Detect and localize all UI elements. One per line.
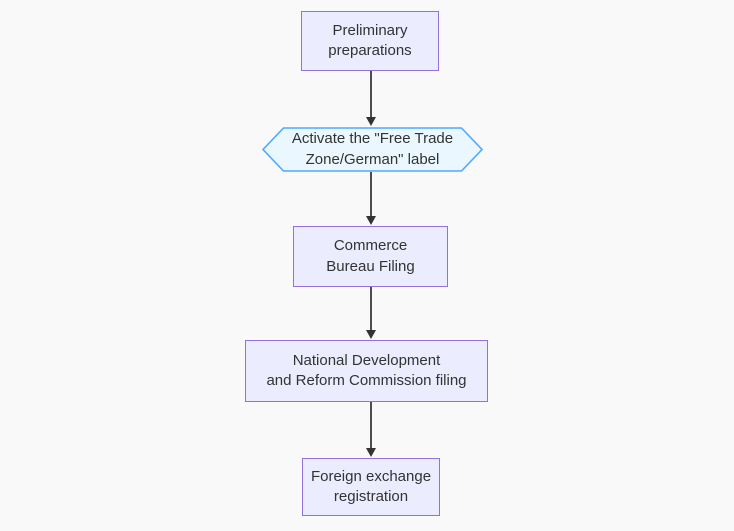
connector-1 [365, 71, 377, 126]
arrow-line [370, 172, 372, 217]
flow-node-foreign-exchange-registration: Foreign exchange registration [302, 458, 440, 516]
connector-4 [365, 402, 377, 457]
hexagon-shape [262, 127, 483, 172]
flow-node-activate-free-trade-label: Activate the "Free Trade Zone/German" la… [262, 127, 483, 172]
arrow-line [370, 287, 372, 331]
flow-node-commerce-bureau-filing: Commerce Bureau Filing [293, 226, 448, 287]
arrow-down-icon [366, 448, 376, 457]
arrow-down-icon [366, 330, 376, 339]
arrow-line [370, 71, 372, 118]
connector-3 [365, 287, 377, 339]
flow-node-preliminary-preparations: Preliminary preparations [301, 11, 439, 71]
arrow-down-icon [366, 216, 376, 225]
flow-node-ndrc-filing: National Development and Reform Commissi… [245, 340, 488, 402]
arrow-down-icon [366, 117, 376, 126]
hexagon-label: Activate the "Free Trade Zone/German" la… [291, 130, 454, 168]
arrow-line [370, 402, 372, 449]
connector-2 [365, 172, 377, 225]
